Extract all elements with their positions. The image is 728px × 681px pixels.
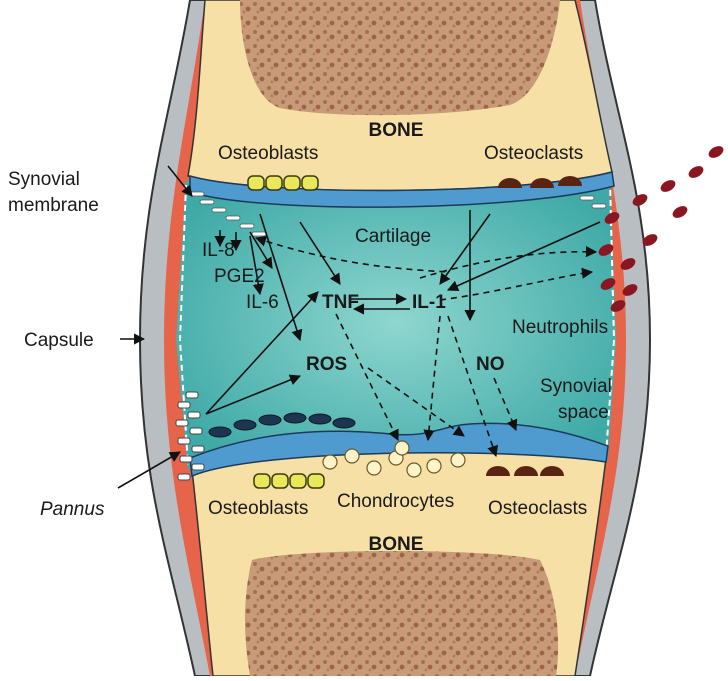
no-label: NO bbox=[476, 354, 505, 376]
bone-top-label: BONE bbox=[369, 120, 424, 142]
synovial-space-label-line1: Synovial bbox=[540, 376, 612, 398]
il6-label: IL-6 bbox=[246, 292, 279, 314]
tnf-label: TNF bbox=[322, 292, 359, 314]
il1-label: IL-1 bbox=[412, 292, 446, 314]
capsule-label: Capsule bbox=[24, 330, 94, 352]
osteoblasts-top-label: Osteoblasts bbox=[218, 143, 318, 165]
osteoclasts-bottom-cells bbox=[486, 466, 564, 476]
marrow-top bbox=[240, 0, 560, 115]
neutrophils-label: Neutrophils bbox=[512, 317, 608, 339]
cartilage-label: Cartilage bbox=[355, 226, 431, 248]
marrow-bottom bbox=[245, 551, 558, 676]
osteoclasts-top-label: Osteoclasts bbox=[484, 143, 583, 165]
pannus-label: Pannus bbox=[40, 499, 104, 521]
il8-label: IL-8 bbox=[202, 240, 235, 262]
chondrocytes-label: Chondrocytes bbox=[337, 491, 454, 513]
ros-label: ROS bbox=[306, 354, 347, 376]
bone-bottom-label: BONE bbox=[369, 534, 424, 556]
osteoblasts-bottom-label: Osteoblasts bbox=[208, 498, 308, 520]
pge2-label: PGE2 bbox=[214, 266, 265, 288]
synovial-membrane-label-line1: Synovial bbox=[8, 169, 80, 191]
osteoclasts-bottom-label: Osteoclasts bbox=[488, 498, 587, 520]
synovial-membrane-label-line2: membrane bbox=[8, 195, 99, 217]
synovial-space-label-line2: space bbox=[558, 402, 609, 424]
